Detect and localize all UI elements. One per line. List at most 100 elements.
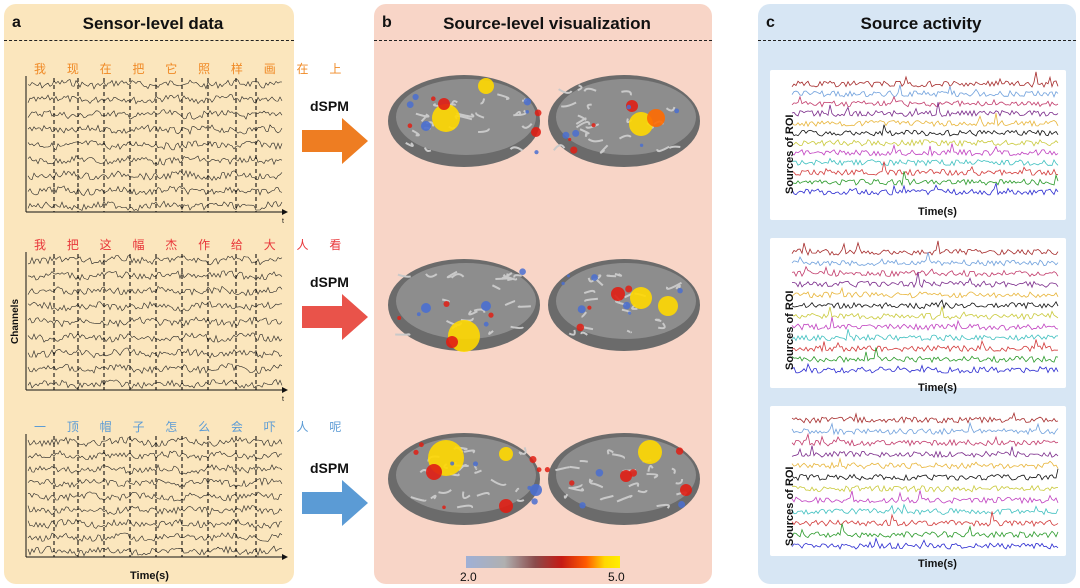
activation-blob xyxy=(680,484,692,496)
sensor-plot-3 xyxy=(24,434,290,569)
brain-gyrus xyxy=(597,274,602,280)
brain-gyrus xyxy=(513,109,527,117)
sensor-channel-trace xyxy=(27,518,283,529)
brain-gyrus xyxy=(450,273,465,279)
brain-gyrus xyxy=(579,460,588,463)
sensor-channel-trace xyxy=(27,450,283,462)
sensor-channel-trace xyxy=(27,139,283,151)
panel-c-header: c Source activity xyxy=(766,10,1076,40)
source-activity-plot-2: Sources of ROI Time(s) xyxy=(770,238,1066,394)
activation-blob xyxy=(499,499,513,513)
brain-gyrus xyxy=(585,123,600,129)
activation-spot xyxy=(579,502,586,509)
roi-source-trace xyxy=(791,306,1059,321)
panel-b-source-level: b Source-level visualization 2.0 5.0 xyxy=(374,4,712,584)
sensor-plot-1: t xyxy=(24,76,290,224)
roi-source-trace xyxy=(791,523,1059,539)
brain-gyrus xyxy=(420,115,428,123)
activation-spot xyxy=(675,447,684,455)
brain-gyrus xyxy=(552,144,566,151)
sentence-3: 一 顶 帽 子 怎 么 会 吓 人 呢 xyxy=(34,420,350,434)
roi-traces-1 xyxy=(791,71,1059,196)
sensor-traces-2: t xyxy=(25,252,288,402)
sentence-1: 我 现 在 把 它 照 样 画 在 上 xyxy=(34,62,350,76)
sensor-channel-trace xyxy=(27,185,283,196)
roi-axis-label-1: Sources of ROI xyxy=(784,114,796,194)
brain-gyrus xyxy=(606,449,614,455)
time-axis-end-label: t xyxy=(282,218,284,224)
activation-spot xyxy=(416,312,421,317)
roi-source-trace xyxy=(791,339,1059,353)
brain-gyrus xyxy=(433,103,440,107)
sensor-channel-trace xyxy=(27,285,283,297)
activation-spot xyxy=(483,321,489,327)
brain-surface-image-2 xyxy=(388,259,700,352)
sensor-channel-trace xyxy=(27,491,282,502)
activation-spot xyxy=(531,498,538,505)
brain-gyrus xyxy=(628,482,640,488)
activation-spot xyxy=(562,131,570,139)
brain-gyrus xyxy=(563,493,569,499)
roi-source-trace xyxy=(791,161,1059,177)
panel-a-title: Sensor-level data xyxy=(82,14,224,33)
activation-spot xyxy=(536,467,542,473)
roi-source-trace xyxy=(791,511,1059,528)
brain-gyrus xyxy=(657,322,666,330)
brain-gyrus xyxy=(425,273,438,278)
roi-time-label-3: Time(s) xyxy=(918,558,957,570)
sensor-channel-trace xyxy=(27,347,283,359)
roi-source-trace xyxy=(791,157,1059,167)
brain-gyrus xyxy=(502,273,509,279)
activation-spot xyxy=(567,274,570,278)
right-arrow-icon xyxy=(302,118,368,164)
roi-axis-label-2: Sources of ROI xyxy=(784,290,796,370)
roi-source-trace xyxy=(791,171,1059,187)
brain-gyrus xyxy=(618,134,632,140)
activation-spot xyxy=(625,285,633,293)
brain-gyrus xyxy=(581,311,587,318)
sensor-channel-trace xyxy=(27,109,283,120)
brain-gyrus xyxy=(480,98,486,105)
brain-gyrus xyxy=(555,466,570,472)
brain-gyrus xyxy=(415,112,430,118)
roi-source-trace xyxy=(791,432,1059,447)
sensor-channel-trace xyxy=(27,94,283,105)
sensor-traces-3 xyxy=(25,434,288,560)
activation-blob xyxy=(499,447,513,461)
brain-gyrus xyxy=(397,273,411,278)
sensor-channel-trace xyxy=(27,270,283,281)
sensor-channel-trace xyxy=(27,477,283,488)
activation-blob xyxy=(638,440,662,464)
activation-blob xyxy=(620,470,632,482)
roi-source-trace xyxy=(791,537,1059,550)
dspm-label-2: dSPM xyxy=(310,274,349,290)
brain-gyrus xyxy=(411,129,420,137)
roi-source-trace xyxy=(791,347,1059,364)
panel-a-letter: a xyxy=(12,14,21,31)
activation-spot xyxy=(406,101,414,108)
brain-gyrus xyxy=(668,145,681,150)
roi-source-trace xyxy=(791,457,1059,470)
activation-spot xyxy=(587,305,592,310)
activation-spot xyxy=(450,461,455,466)
activation-spot xyxy=(677,288,683,294)
sensor-channel-trace xyxy=(27,436,283,448)
brain-gyrus xyxy=(599,494,614,501)
brain-gyrus xyxy=(579,128,590,135)
activation-spot xyxy=(628,311,632,315)
brain-gyrus xyxy=(606,274,617,278)
activation-blob xyxy=(478,78,494,94)
roi-source-trace xyxy=(792,271,1059,289)
roi-source-trace xyxy=(791,503,1059,516)
activation-spot xyxy=(419,442,424,448)
sensor-channel-trace xyxy=(27,78,283,90)
activation-spot xyxy=(442,505,446,510)
brain-gyrus xyxy=(473,308,486,313)
brain-gyrus xyxy=(514,487,520,493)
roi-axis-label-3: Sources of ROI xyxy=(784,466,796,546)
brain-gyrus xyxy=(637,489,648,494)
dspm-label-1: dSPM xyxy=(310,98,349,114)
sensor-channel-trace xyxy=(27,463,283,475)
sensor-channel-trace xyxy=(27,504,283,516)
brain-gyrus xyxy=(587,138,604,143)
